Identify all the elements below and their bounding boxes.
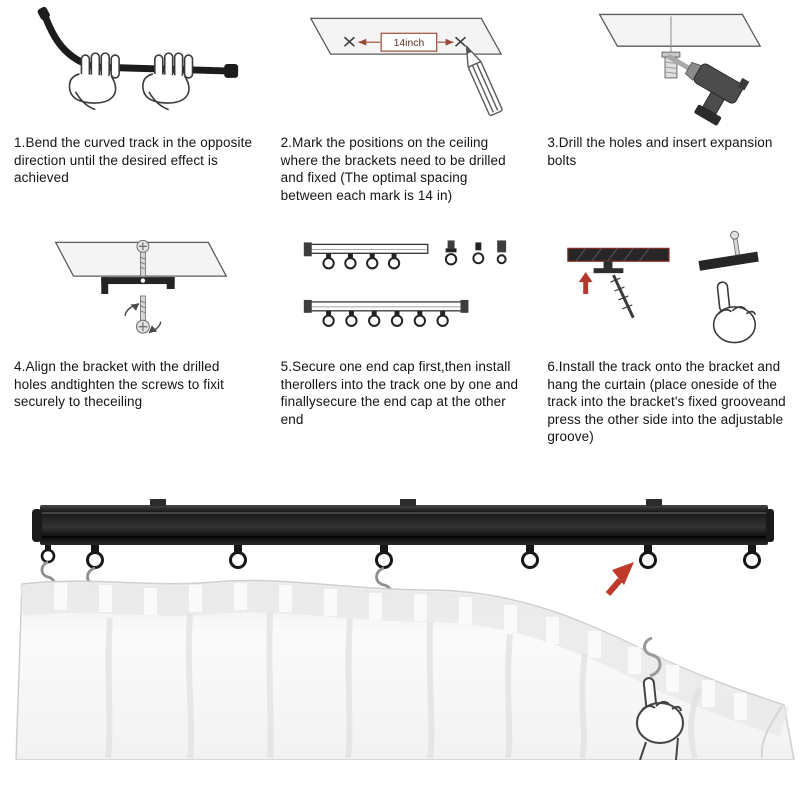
step-6: 6.Install the track onto the bracket and… — [547, 230, 786, 446]
track-partial-assembly — [303, 240, 507, 270]
mounting-clip — [400, 498, 416, 506]
step-5-illustration — [281, 230, 520, 352]
bend-track-icon — [37, 6, 239, 111]
curtain-header-band — [20, 582, 789, 737]
step-2-illustration: 14inch — [281, 6, 520, 128]
ceiling-track — [32, 498, 774, 545]
track-end-bumper — [32, 508, 42, 542]
step-1-caption: 1.Bend the curved track in the opposite … — [14, 135, 253, 186]
drill-icon — [666, 53, 749, 126]
track-end-cap — [766, 508, 774, 542]
curtain — [15, 579, 795, 760]
mark-ceiling-icon: 14inch — [309, 17, 503, 117]
pencil-icon — [465, 45, 503, 117]
step-3: 3.Drill the holes and insert expansion b… — [547, 6, 786, 204]
pleat-highlights — [54, 582, 747, 720]
loose-end-cap-icon — [472, 242, 485, 265]
curtain-right-edge-fold — [760, 705, 783, 759]
align-bracket-icon — [54, 240, 228, 334]
red-arrow-up-icon — [578, 272, 593, 295]
track-cross-section — [566, 247, 670, 263]
screw-rotation-icon — [124, 295, 162, 334]
pencil-mark-left — [343, 36, 355, 47]
step-4: 4.Align the bracket with the drilled hol… — [14, 230, 253, 446]
step-1-illustration — [14, 6, 253, 128]
hand-icon — [712, 281, 756, 344]
loose-cap-icon — [496, 240, 507, 265]
drill-holes-icon — [598, 13, 761, 126]
step-6-illustration — [547, 230, 786, 352]
loose-roller-icon — [444, 240, 458, 266]
step-4-illustration — [14, 230, 253, 352]
step-2-caption: 2.Mark the positions on the ceiling wher… — [280, 135, 506, 203]
bracket-icon — [101, 277, 175, 295]
screw-icon — [136, 240, 150, 277]
roller-icon — [322, 253, 401, 270]
screw-angled-icon — [609, 274, 635, 319]
bracket-under-track — [593, 261, 624, 274]
hand-icon — [636, 676, 684, 760]
measurement-label: 14inch — [394, 38, 425, 49]
step-4-caption: 4.Align the bracket with the drilled hol… — [14, 359, 224, 410]
mounting-clip — [150, 498, 166, 506]
mount-track-icon — [566, 230, 759, 344]
roller-carriers — [40, 544, 761, 569]
step-2: 14inch 2.Mark the positions on the ceili… — [281, 6, 520, 204]
hero-illustration — [0, 490, 800, 760]
ceiling — [598, 13, 761, 47]
pencil-mark-right — [454, 36, 466, 47]
held-s-hook-icon — [643, 636, 662, 678]
steps-grid: 1.Bend the curved track in the opposite … — [14, 6, 786, 446]
step-5: 5.Secure one end cap first,then install … — [281, 230, 520, 446]
step-3-illustration — [547, 6, 786, 128]
install-rollers-icon — [303, 240, 507, 328]
mounting-clip — [646, 498, 662, 506]
curved-track — [37, 6, 239, 78]
roller-icon — [322, 311, 449, 328]
step-3-caption: 3.Drill the holes and insert expansion b… — [547, 135, 773, 168]
track-full-assembly — [303, 300, 469, 328]
right-hand-icon — [142, 52, 194, 111]
track-piece-angled — [698, 230, 759, 271]
red-arrow-icon — [605, 561, 634, 596]
curtain-track-hero-art — [15, 498, 795, 760]
step-5-caption: 5.Secure one end cap first,then install … — [280, 359, 519, 427]
step-1: 1.Bend the curved track in the opposite … — [14, 6, 253, 204]
step-6-caption: 6.Install the track onto the bracket and… — [547, 359, 786, 445]
curtain-folds — [105, 611, 703, 759]
dimension-callout: 14inch — [358, 32, 454, 52]
left-hand-icon — [69, 52, 121, 111]
